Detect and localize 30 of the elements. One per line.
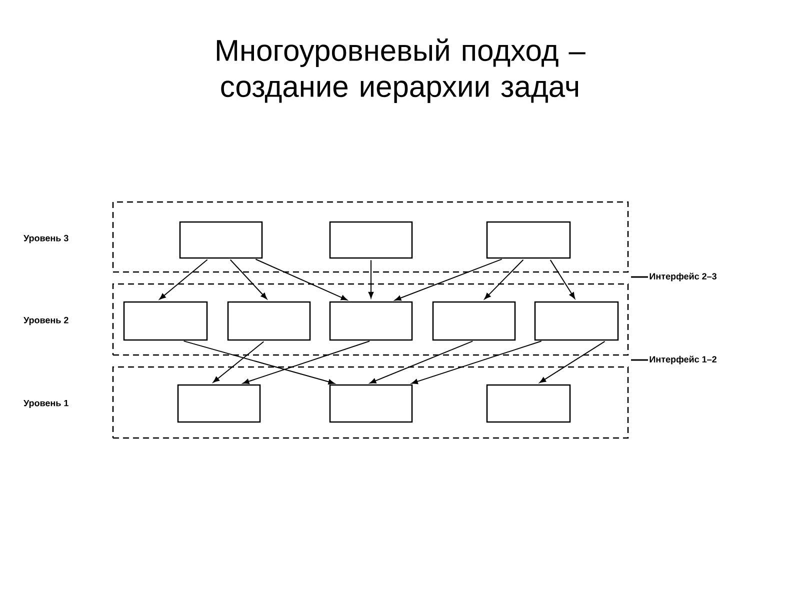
arrow bbox=[394, 258, 502, 301]
empty-box bbox=[179, 221, 263, 259]
level-label: Уровень 3 bbox=[24, 234, 68, 244]
arrow bbox=[411, 340, 542, 384]
level-label: Уровень 1 bbox=[24, 400, 68, 408]
leader-line bbox=[631, 359, 648, 361]
empty-box bbox=[486, 221, 571, 259]
arrow bbox=[368, 260, 374, 298]
arrow bbox=[484, 259, 524, 300]
level-label: Уровень 2 bbox=[24, 316, 68, 326]
empty-box bbox=[227, 301, 311, 341]
empty-box bbox=[486, 384, 571, 423]
interface-label: Интерфейс 1–2 bbox=[650, 356, 716, 364]
interface-label: Интерфейс 2–3 bbox=[650, 272, 716, 282]
arrow bbox=[550, 259, 576, 299]
empty-box bbox=[123, 301, 208, 341]
arrow bbox=[212, 341, 264, 383]
empty-box bbox=[534, 301, 619, 341]
arrow bbox=[370, 340, 474, 384]
arrow bbox=[183, 340, 335, 384]
empty-box bbox=[329, 384, 413, 423]
empty-box bbox=[432, 301, 516, 341]
arrow bbox=[242, 340, 370, 384]
arrow bbox=[159, 259, 208, 300]
arrow bbox=[255, 258, 348, 300]
empty-box bbox=[177, 384, 261, 423]
slide-title: Многоуровневый подход – создание иерархии задач bbox=[216, 38, 586, 104]
empty-box bbox=[329, 221, 413, 259]
empty-box bbox=[329, 301, 413, 341]
leader-line bbox=[631, 276, 648, 278]
